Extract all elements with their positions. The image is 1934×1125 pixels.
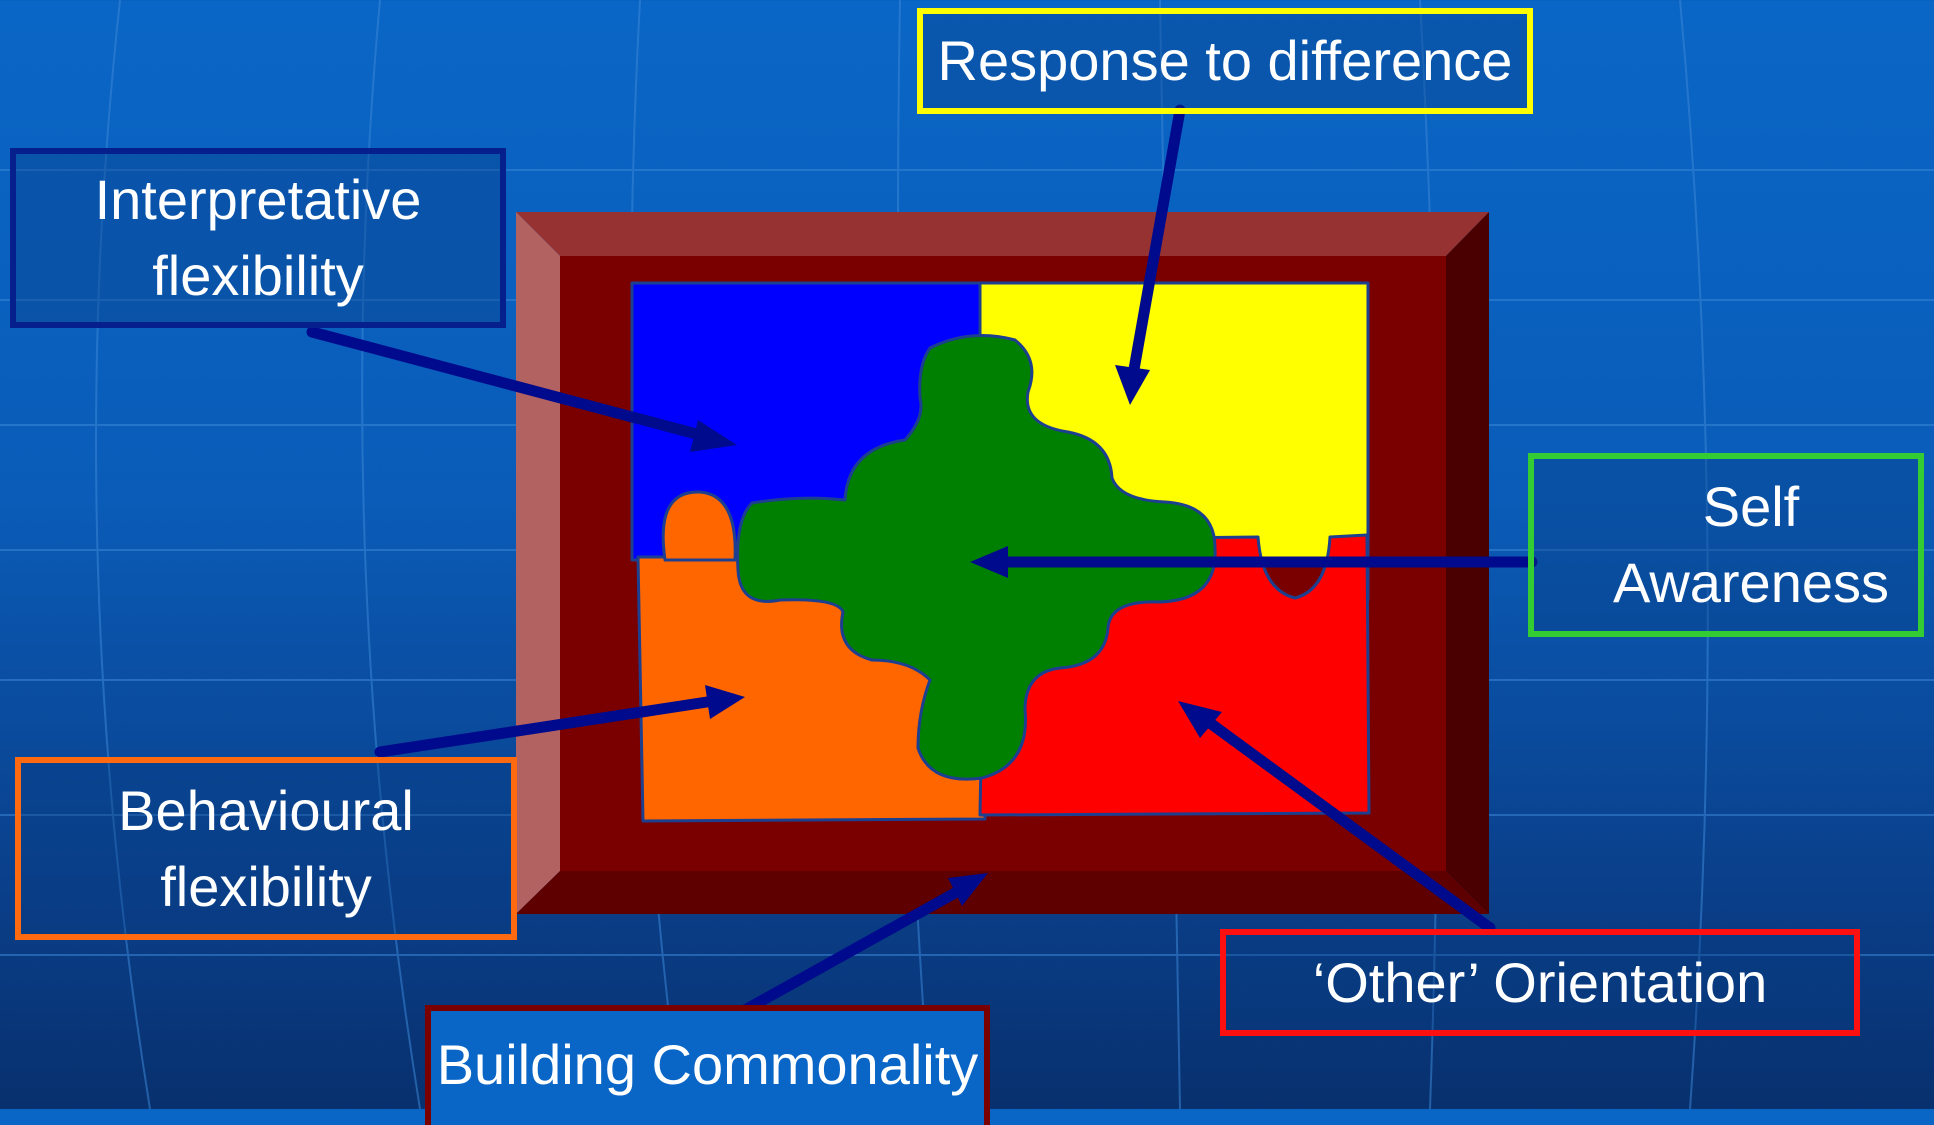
arrow-building-commonality xyxy=(739,887,961,1016)
label-behavioural-flexibility: Behavioural flexibility xyxy=(15,757,517,940)
frame-top-bevel xyxy=(516,212,1489,256)
arrow-response-to-difference xyxy=(1127,104,1186,381)
frame-bottom-bevel xyxy=(516,871,1489,914)
arrow-other-orientation xyxy=(1204,717,1496,934)
arrowhead-other xyxy=(1178,701,1222,738)
label-building-commonality: Building Commonality xyxy=(425,1005,990,1125)
arrowhead-interpretative xyxy=(690,420,737,452)
arrow-interpretative-flexibility xyxy=(306,326,706,441)
label-response-to-difference: Response to difference xyxy=(917,8,1533,114)
puzzle-pieces xyxy=(630,281,1371,823)
label-self-awareness: Self Awareness xyxy=(1528,453,1924,637)
green-puzzle-piece xyxy=(736,334,1217,781)
orange-knob xyxy=(661,490,737,562)
frame-left-bevel xyxy=(516,212,560,914)
label-other-orientation: ‘Other’ Orientation xyxy=(1220,929,1860,1036)
arrowhead-building xyxy=(948,873,988,906)
arrows xyxy=(306,104,1538,1016)
arrowhead-behavioural xyxy=(705,685,745,719)
arrowhead-response xyxy=(1115,365,1150,405)
arrowhead-self xyxy=(970,546,1008,578)
label-interpretative-flexibility: Interpretative flexibility xyxy=(10,148,506,328)
arrow-behavioural-flexibility xyxy=(374,696,713,758)
